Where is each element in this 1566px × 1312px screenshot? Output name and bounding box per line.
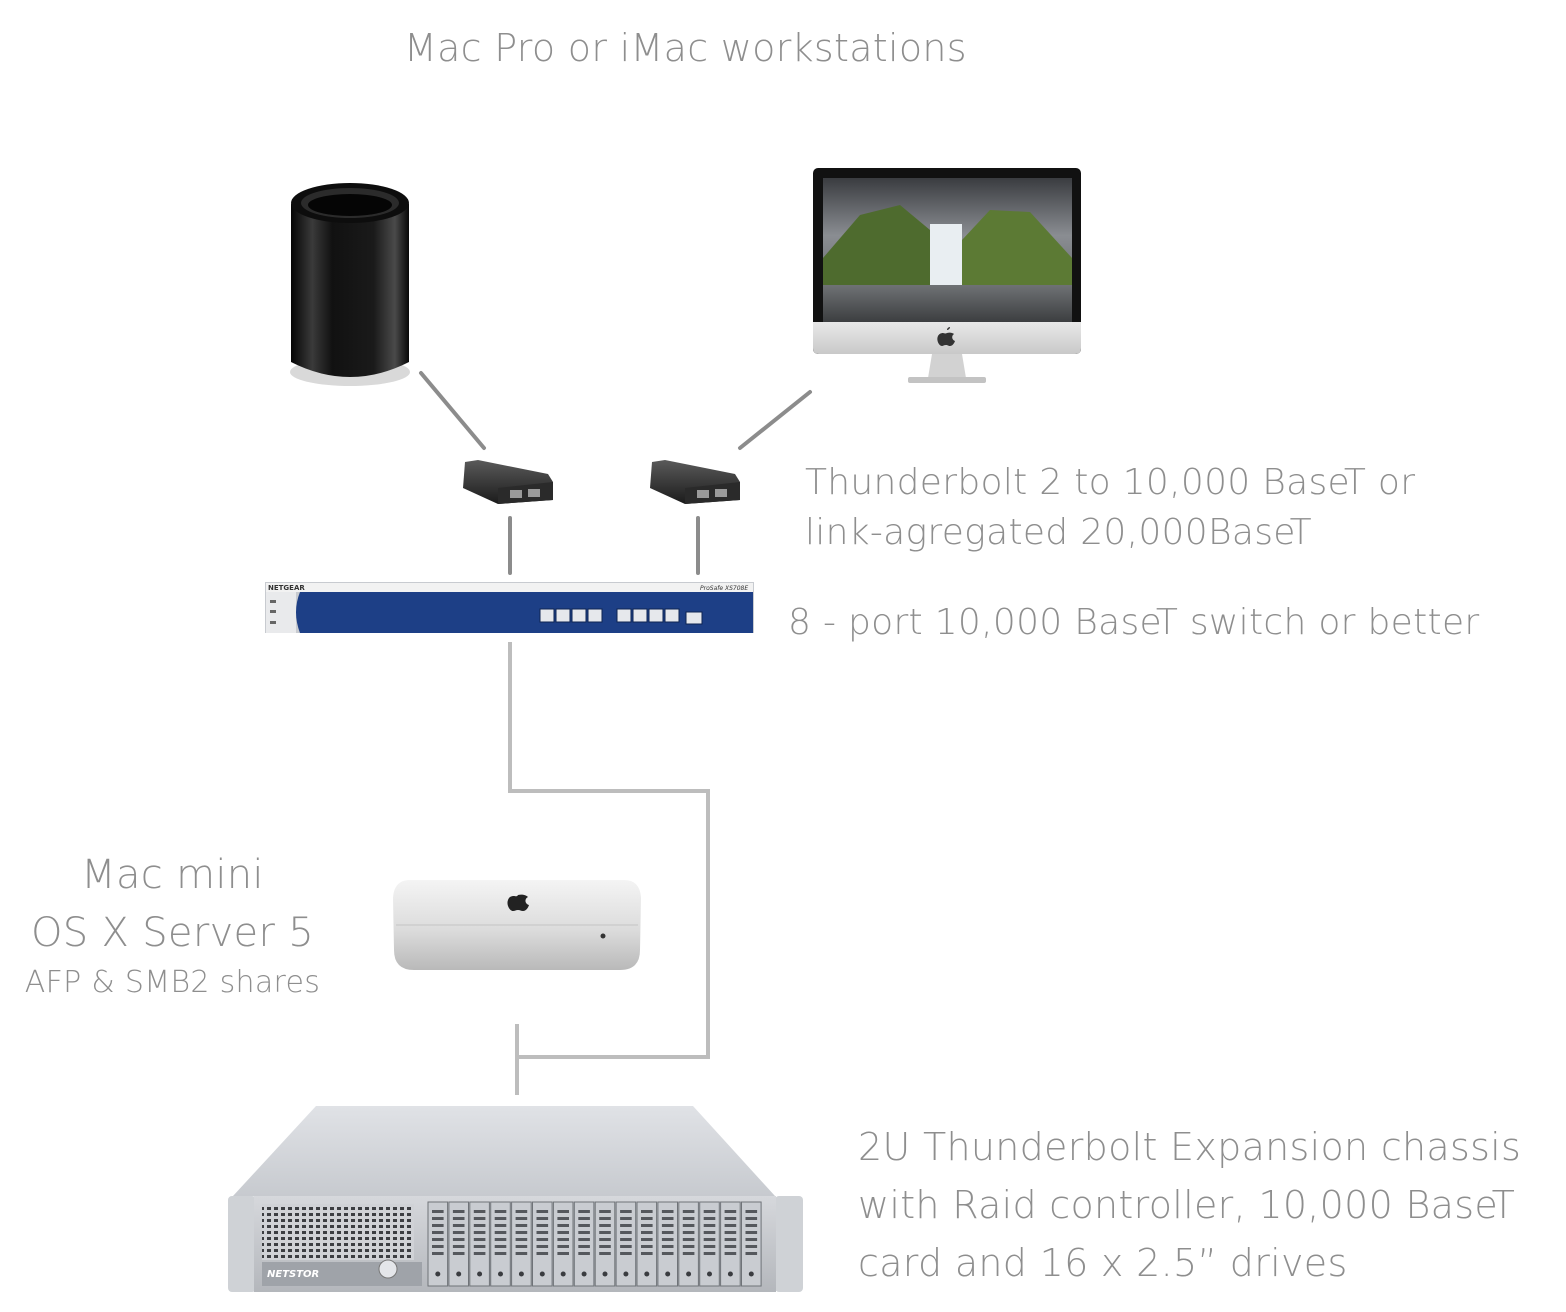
drive-bay	[720, 1201, 741, 1287]
server-label-name: Mac mini	[81, 852, 264, 898]
drive-bay	[490, 1201, 511, 1287]
switch-model-text: ProSafe XS708E	[700, 585, 748, 592]
line-imac-adapter	[738, 390, 812, 450]
adapter-label-line: Thunderbolt 2 to 10,000 BaseT or	[805, 462, 1416, 503]
network-switch-icon: NETGEAR ProSafe XS708E	[265, 582, 754, 633]
drive-bays	[427, 1201, 762, 1287]
switch-ports	[539, 608, 703, 625]
thunderbolt-adapter-left-icon	[463, 460, 553, 504]
switch-label: 8 - port 10,000 BaseT switch or better	[788, 602, 1480, 643]
switch-brand-text: NETGEAR	[268, 584, 305, 592]
drive-bay	[699, 1201, 720, 1287]
diagram-title: Mac Pro or iMac workstations	[404, 26, 967, 70]
server-label: Mac mini OS X Server 5 AFP & SMB2 shares	[0, 846, 345, 1004]
drive-bay	[594, 1201, 616, 1287]
mac-pro-icon	[290, 183, 410, 386]
chassis-label: 2U Thunderbolt Expansion chassis with Ra…	[858, 1118, 1521, 1292]
drive-bay	[636, 1201, 658, 1287]
drive-bay	[615, 1201, 637, 1287]
drive-bay	[532, 1201, 553, 1287]
thunderbolt-adapter-right-icon	[650, 460, 740, 504]
line-macpro-adapter	[419, 371, 486, 450]
drive-bay	[552, 1201, 574, 1287]
chassis-label-line: 2U Thunderbolt Expansion chassis	[858, 1125, 1522, 1169]
server-label-shares: AFP & SMB2 shares	[24, 965, 321, 1000]
server-cabling	[508, 642, 710, 1095]
server-label-os: OS X Server 5	[31, 910, 314, 956]
drive-bay	[678, 1201, 699, 1287]
line-switch-to-chassis	[508, 642, 710, 1059]
chassis-label-line: card and 16 x 2.5” drives	[858, 1241, 1348, 1285]
drive-bay	[427, 1201, 449, 1287]
drive-bay	[573, 1201, 595, 1287]
imac-icon	[813, 168, 1081, 383]
adapter-label-line: link-agregated 20,000BaseT	[805, 512, 1312, 553]
drive-bay	[448, 1201, 469, 1287]
connection-lines	[419, 371, 812, 575]
adapter-label: Thunderbolt 2 to 10,000 BaseT or link-ag…	[805, 458, 1415, 558]
chassis-brand-text: NETSTOR	[267, 1269, 319, 1280]
chassis-label-line: with Raid controller, 10,000 BaseT	[858, 1183, 1516, 1227]
drive-bay	[511, 1201, 532, 1287]
mac-mini-icon	[393, 880, 641, 970]
drive-bay	[469, 1201, 490, 1287]
drive-bay	[741, 1201, 762, 1287]
raid-chassis-icon: NETSTOR	[228, 1106, 803, 1292]
drive-bay	[657, 1201, 679, 1287]
